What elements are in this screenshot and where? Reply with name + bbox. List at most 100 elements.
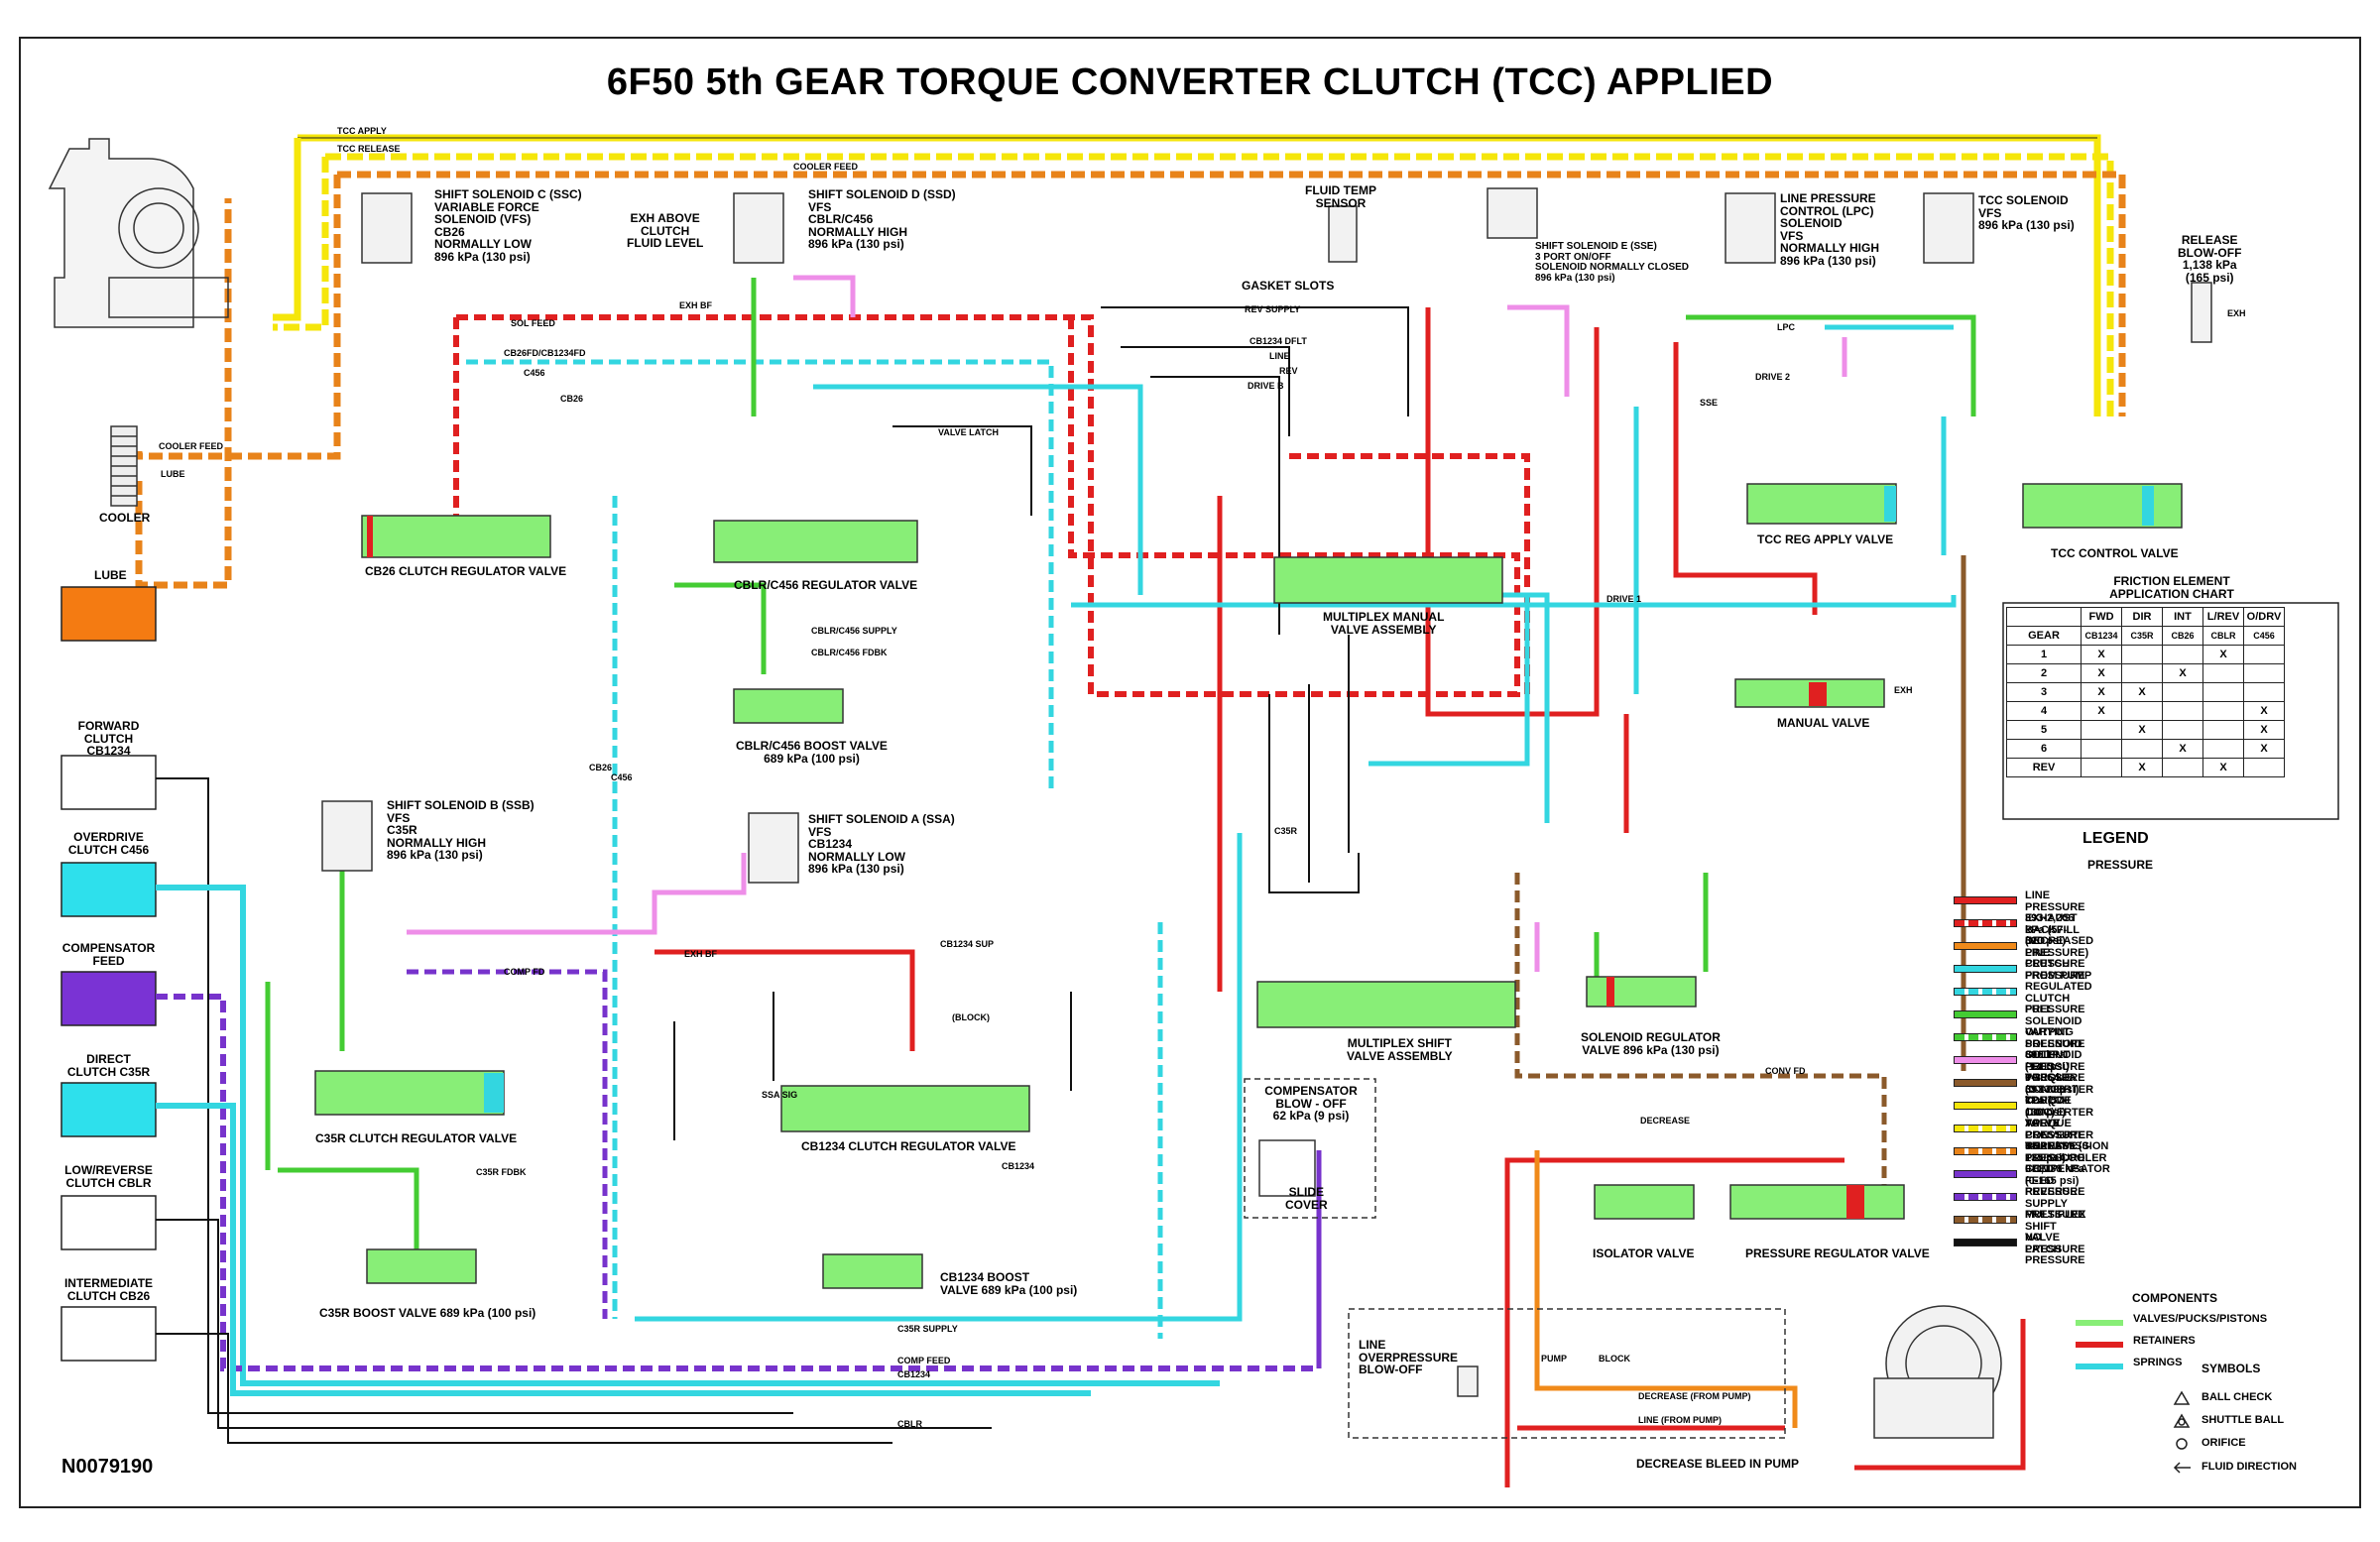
symbols-title: SYMBOLS [2202,1362,2261,1375]
cooler-feed-label: COOLER FEED [793,162,859,172]
tcc-reg-label: TCC REG APPLY VALVE [1757,533,1894,546]
conv-fd-line-label: CONV FD [1765,1066,1806,1076]
cblr-fdbk-label: CBLR/C456 FDBK [811,648,888,657]
legend-title: LEGEND [2082,830,2149,847]
comp-feed-line-label: COMP FEED [897,1356,951,1365]
friction-chart-title: FRICTION ELEMENT APPLICATION CHART [2109,574,2234,601]
chart-cell [2162,720,2203,740]
cb1234-boost-label: CB1234 BOOST VALVE 689 kPa (100 psi) [940,1270,1078,1297]
exh-above-label: EXH ABOVE CLUTCH FLUID LEVEL [627,211,704,251]
legend-pressure: PRESSURE [2087,858,2154,872]
tcc-solenoid-label: TCC SOLENOID VFS 896 kPa (130 psi) [1978,193,2075,233]
pressure-reg-label: PRESSURE REGULATOR VALVE [1745,1246,1930,1260]
chart-row: 2 X X [2006,663,2285,683]
chart-cell [2121,701,2163,721]
chart-cell [2162,645,2203,664]
line-overpressure-label: LINE OVERPRESSURE BLOW-OFF [1359,1338,1459,1377]
chart-cell [2162,682,2203,702]
chart-gear-cell: 1 [2006,645,2082,664]
chart-cell [2121,645,2163,664]
chart-cell [2162,758,2203,777]
orifice-icon [2176,1438,2188,1450]
compensator-feed-label: COMPENSATOR FEED [61,941,156,968]
cb1234-valve-label: CB1234 CLUTCH REGULATOR VALVE [801,1139,1016,1153]
legend-swatch [1954,1193,2017,1201]
top-lines [135,134,2126,589]
multiplex-manual-label: MULTIPLEX MANUAL VALVE ASSEMBLY [1323,610,1445,637]
chart-cell: X [2121,758,2163,777]
sse-line-label: SSE [1700,398,1719,408]
gasket-slots-label: GASKET SLOTS [1242,279,1335,293]
component-text: RETAINERS [2133,1335,2196,1347]
chart-cell [2243,645,2285,664]
cooler-label: COOLER [99,511,151,525]
component-swatch [2076,1342,2123,1348]
chart-cell: X [2243,701,2285,721]
chart-cell [2081,720,2122,740]
rev-supply-line-label: REV SUPPLY [1245,304,1301,314]
chart-cell [2202,701,2244,721]
chart-cell: X [2243,720,2285,740]
legend-swatch [1954,965,2017,973]
decrease-from-pump-label: DECREASE (FROM PUMP) [1638,1391,1751,1401]
cblr-line-label: CBLR [897,1419,922,1429]
ssc-label: SHIFT SOLENOID C (SSC) VARIABLE FORCE SO… [434,187,582,264]
legend-text: TRANSMISSION FLUID COOLER FEED [2025,1140,2109,1176]
decrease-line-label: DECREASE [1640,1116,1691,1126]
component-text: VALVES/PUCKS/PISTONS [2133,1313,2268,1325]
exh-bf-lower-label: EXH BF [684,949,718,959]
compensator-feed-box [60,971,157,1026]
drive1-line-label: DRIVE 1 [1606,594,1642,604]
chart-row: 3 X X [2006,682,2285,702]
chart-cell [2202,739,2244,759]
cblr-boost-label: CBLR/C456 BOOST VALVE 689 kPa (100 psi) [736,739,888,766]
ssd-label: SHIFT SOLENOID D (SSD) VFS CBLR/C456 NOR… [808,187,956,252]
legend-text: TORQUE CONVERTER CLUTCH (TCC) VALVE PRES… [2025,1072,2094,1153]
low-reverse-clutch-label: LOW/REVERSE CLUTCH CBLR [64,1163,153,1190]
chart-row: 6 X X [2006,739,2285,759]
legend-swatch [1954,1147,2017,1155]
forward-clutch-label: FORWARD CLUTCH CB1234 [77,719,140,759]
comp-fd-label: COMP FD [504,967,545,977]
exh-manual-label: EXH [1894,685,1913,695]
chart-gear-cell: 6 [2006,739,2082,759]
symbol-orifice: ORIFICE [2202,1437,2246,1449]
exh-bf-line-label: EXH BF [679,300,713,310]
tcc-control-label: TCC CONTROL VALVE [2051,546,2179,560]
compensator-label: COMPENSATOR BLOW - OFF 62 kPa (9 psi) [1264,1084,1358,1124]
cb1234-line-label: CB1234 [897,1369,931,1379]
c35r-supply-line-label: C35R SUPPLY [897,1324,958,1334]
chart-cell [2121,663,2163,683]
direct-clutch-label: DIRECT CLUTCH C35R [66,1052,151,1079]
lpc-line-label: LPC [1777,322,1795,332]
component-text: SPRINGS [2133,1357,2183,1368]
forward-clutch-box [60,755,157,810]
chart-sub-c35r: C35R [2121,626,2163,646]
legend-text: COMPENSATOR FEED PRESSURE [2025,1163,2110,1199]
chart-cell: X [2243,739,2285,759]
line-from-pump-label: LINE (FROM PUMP) [1638,1415,1722,1425]
fluid-temp-label: FLUID TEMP SENSOR [1305,183,1376,210]
legend-swatch [1954,896,2017,904]
chart-sub-c456: C456 [2243,626,2285,646]
legend-swatch [1954,1125,2017,1132]
lube-line-label: LUBE [161,469,185,479]
legend-text: TORQUE CONVERTER APPLY PRESSURE 0-931 kP… [2025,1095,2094,1164]
solenoid-drawings [321,187,2212,1397]
chart-cell: X [2121,720,2163,740]
cb26-line-label: CB26 [560,394,584,404]
chart-cell [2243,758,2285,777]
cb1234-sup-label: CB1234 SUP [940,939,995,949]
page-title: 6F50 5th GEAR TORQUE CONVERTER CLUTCH (T… [606,61,1774,103]
intermediate-clutch-box [60,1306,157,1362]
chart-cell [2202,720,2244,740]
hydraulic-routing [265,275,2026,1487]
drive-b-line-label: DRIVE B [1248,381,1284,391]
exh-release-label: EXH [2227,308,2246,318]
valve-retainers [367,516,1864,1219]
overdrive-clutch-label: OVERDRIVE CLUTCH C456 [67,830,150,857]
chart-cell: X [2162,663,2203,683]
symbol-ball-check: BALL CHECK [2202,1391,2273,1403]
component-swatch [2076,1364,2123,1369]
drive2-line-label: DRIVE 2 [1755,372,1791,382]
